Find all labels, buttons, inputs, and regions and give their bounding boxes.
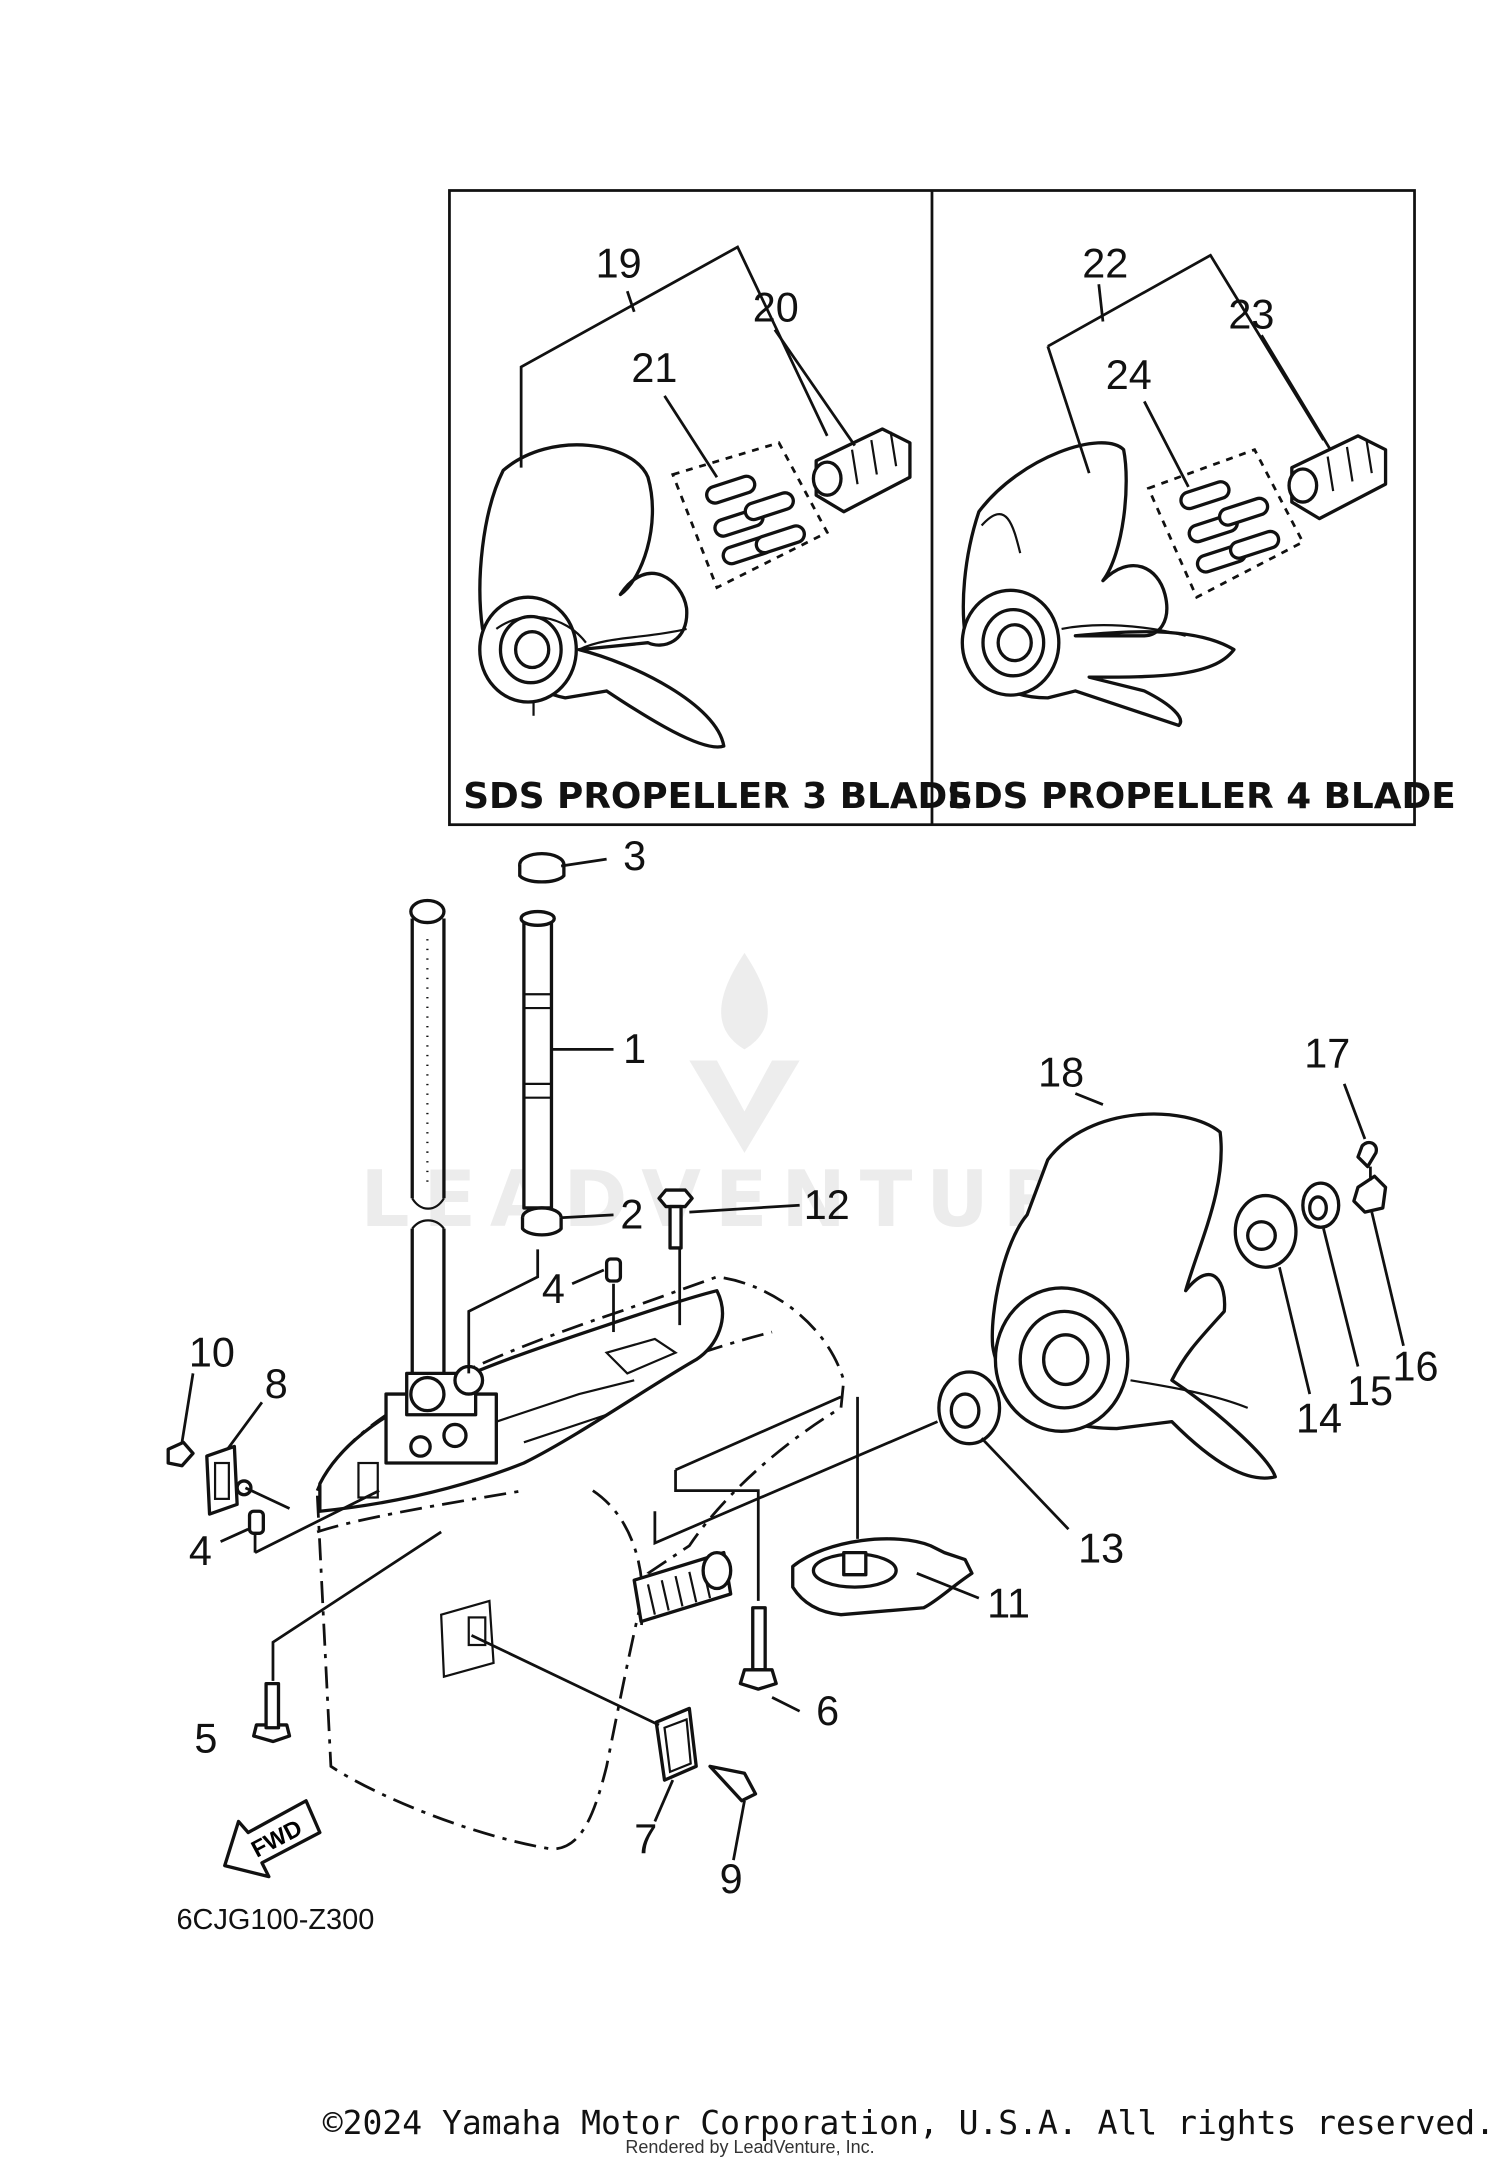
spacer-set-4-blade <box>1146 447 1305 600</box>
callout-9: 9 <box>720 1856 743 1902</box>
propeller-4-blade-drawing <box>960 441 1236 728</box>
inset-panels: SDS PROPELLER 3 BLADE SDS PROPELLER 4 BL… <box>448 189 1456 827</box>
callout-23: 23 <box>1228 291 1274 337</box>
callout-11: 11 <box>987 1580 1030 1626</box>
lower-unit-assembly <box>315 851 846 1851</box>
panel-label-3-blade: SDS PROPELLER 3 BLADE <box>463 776 972 817</box>
callout-22: 22 <box>1082 240 1128 286</box>
callout-6: 6 <box>816 1688 839 1734</box>
small-parts <box>166 1112 1388 1803</box>
callout-2: 2 <box>620 1192 643 1238</box>
panel-label-4-blade: SDS PROPELLER 4 BLADE <box>947 776 1456 817</box>
callout-12: 12 <box>804 1182 850 1228</box>
hub-4-blade <box>1287 434 1388 521</box>
callout-20: 20 <box>753 284 799 330</box>
callout-4-left: 4 <box>189 1528 212 1574</box>
callout-24: 24 <box>1106 352 1152 398</box>
copyright-notice: ©2024 Yamaha Motor Corporation, U.S.A. A… <box>322 2103 1495 2142</box>
callout-10: 10 <box>189 1330 235 1376</box>
callout-21: 21 <box>631 345 677 391</box>
callout-3: 3 <box>623 833 646 879</box>
watermark: LEADVENTURE <box>360 952 1142 1245</box>
inset-leader-lines <box>519 245 1332 488</box>
callout-18: 18 <box>1038 1050 1084 1096</box>
callout-16: 16 <box>1392 1343 1438 1389</box>
diagram-code: 6CJG100-Z300 <box>176 1904 374 1936</box>
callout-8: 8 <box>265 1361 288 1407</box>
watermark-flame-icon <box>721 952 768 1050</box>
watermark-text: LEADVENTURE <box>360 1155 1142 1245</box>
callout-15: 15 <box>1347 1368 1393 1414</box>
main-leader-lines <box>180 857 1405 1861</box>
callout-7: 7 <box>634 1816 657 1862</box>
callout-14: 14 <box>1296 1396 1342 1442</box>
watermark-v-icon <box>689 1060 800 1153</box>
rendered-by-credit: Rendered by LeadVenture, Inc. <box>625 2137 875 2157</box>
callout-numbers: 3 1 2 12 4 10 8 4 5 6 7 9 11 13 14 15 16… <box>189 240 1439 1902</box>
callout-19: 19 <box>596 240 642 286</box>
callout-13: 13 <box>1078 1525 1124 1571</box>
hub-3-blade <box>811 427 912 514</box>
callout-1: 1 <box>623 1026 646 1072</box>
propeller-3-blade-drawing <box>478 443 726 749</box>
spacer-set-3-blade <box>670 441 830 590</box>
callout-5: 5 <box>194 1716 217 1762</box>
callout-17: 17 <box>1304 1030 1350 1076</box>
fwd-arrow-icon: FWD <box>223 1799 322 1879</box>
callout-4-top: 4 <box>542 1266 565 1312</box>
